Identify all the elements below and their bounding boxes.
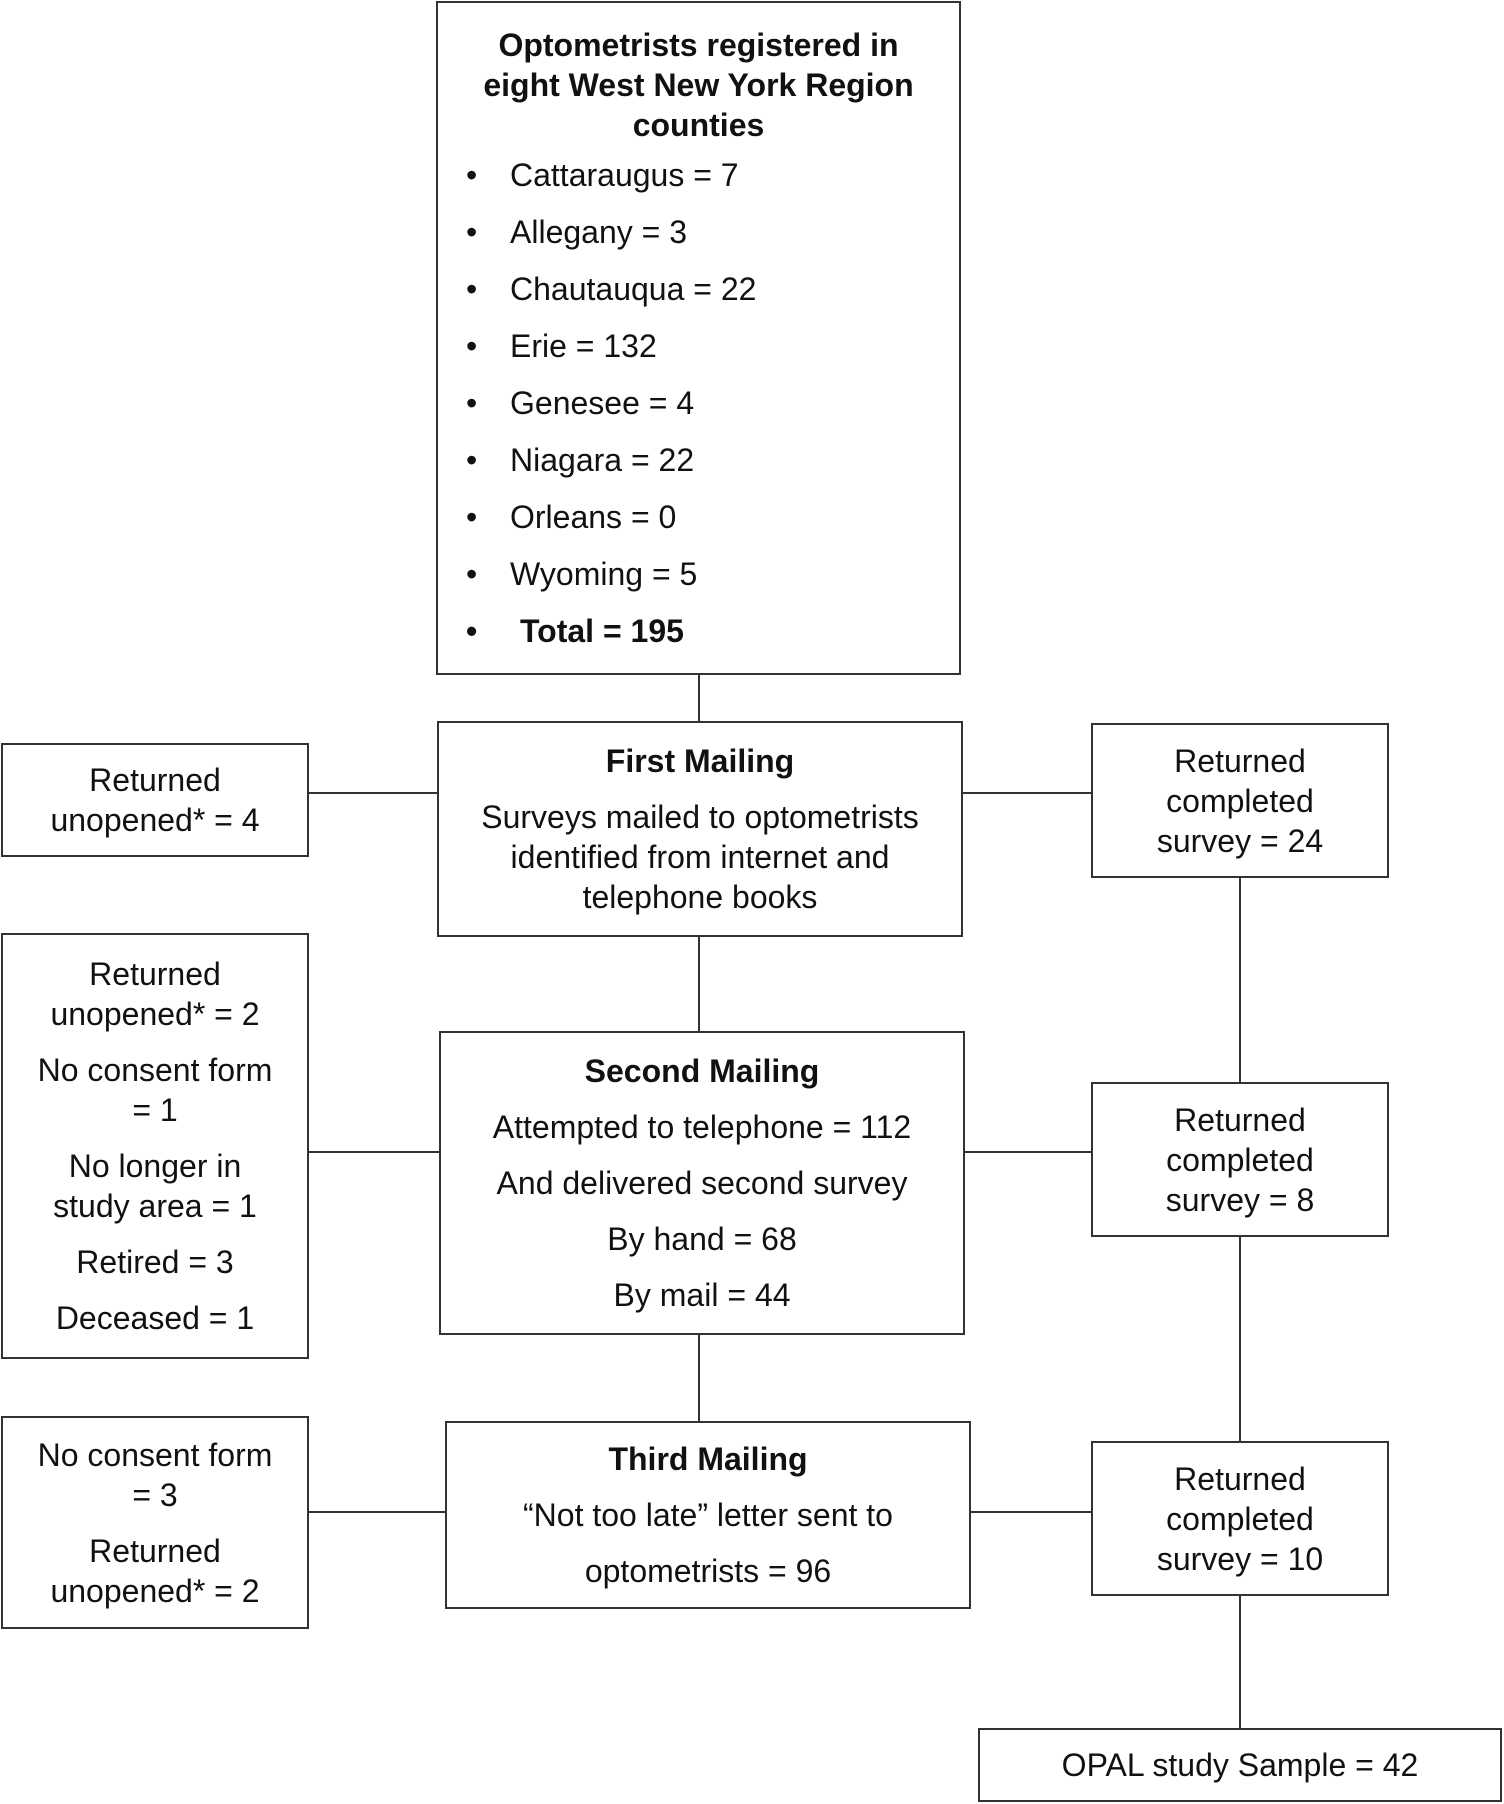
third-left-item: Returned unopened* = 2 — [50, 1532, 260, 1609]
second-left-item: No consent form = 1 — [37, 1052, 273, 1128]
final-sample-text: OPAL study Sample = 42 — [1061, 1747, 1419, 1783]
third-mailing-right-box: Returned completed survey = 10 — [1091, 1441, 1389, 1596]
registered-title: Optometrists registered in eight West Ne… — [483, 27, 914, 143]
county-item: Allegany = 3 — [438, 212, 959, 269]
first-mailing-right-box: Returned completed survey = 24 — [1091, 723, 1389, 878]
county-item: Cattaraugus = 7 — [438, 155, 959, 212]
second-left-item: Retired = 3 — [76, 1244, 234, 1280]
third-mailing-line: “Not too late” letter sent to — [523, 1497, 893, 1533]
second-mailing-line: By hand = 68 — [607, 1221, 797, 1257]
second-left-item: No longer in study area = 1 — [53, 1148, 257, 1224]
first-mailing-text: Surveys mailed to optometrists identifie… — [481, 799, 919, 915]
third-mailing-title: Third Mailing — [608, 1441, 808, 1477]
third-mailing-left-box: No consent form = 3 Returned unopened* =… — [1, 1416, 309, 1629]
second-mailing-title: Second Mailing — [584, 1053, 820, 1089]
third-left-item: No consent form = 3 — [37, 1436, 273, 1513]
first-returned-unopened: Returned unopened* = 4 — [50, 762, 260, 838]
second-left-item: Returned unopened* = 2 — [50, 956, 260, 1032]
county-item: Chautauqua = 22 — [438, 269, 959, 326]
second-mailing-line: Attempted to telephone = 112 — [492, 1109, 912, 1145]
county-item: Wyoming = 5 — [438, 554, 959, 611]
county-item: Niagara = 22 — [438, 440, 959, 497]
third-mailing-line: optometrists = 96 — [584, 1553, 832, 1589]
third-mailing-box: Third Mailing “Not too late” letter sent… — [445, 1421, 971, 1609]
county-list: Cattaraugus = 7 Allegany = 3 Chautauqua … — [438, 155, 959, 668]
first-mailing-left-box: Returned unopened* = 4 — [1, 743, 309, 857]
third-returned-completed: Returned completed survey = 10 — [1156, 1460, 1324, 1577]
county-item: Orleans = 0 — [438, 497, 959, 554]
county-total: Total = 195 — [438, 611, 959, 668]
final-sample-box: OPAL study Sample = 42 — [978, 1728, 1502, 1802]
county-item: Genesee = 4 — [438, 383, 959, 440]
second-mailing-line: And delivered second survey — [496, 1165, 908, 1201]
county-item: Erie = 132 — [438, 326, 959, 383]
first-mailing-title: First Mailing — [605, 743, 795, 779]
registered-optometrists-box: Optometrists registered in eight West Ne… — [436, 1, 961, 675]
second-mailing-line: By mail = 44 — [613, 1277, 791, 1313]
first-mailing-box: First Mailing Surveys mailed to optometr… — [437, 721, 963, 937]
second-returned-completed: Returned completed survey = 8 — [1165, 1101, 1315, 1218]
second-mailing-right-box: Returned completed survey = 8 — [1091, 1082, 1389, 1237]
second-mailing-box: Second Mailing Attempted to telephone = … — [439, 1031, 965, 1335]
second-left-item: Deceased = 1 — [55, 1300, 255, 1336]
first-returned-completed: Returned completed survey = 24 — [1156, 742, 1324, 859]
second-mailing-left-box: Returned unopened* = 2 No consent form =… — [1, 933, 309, 1359]
